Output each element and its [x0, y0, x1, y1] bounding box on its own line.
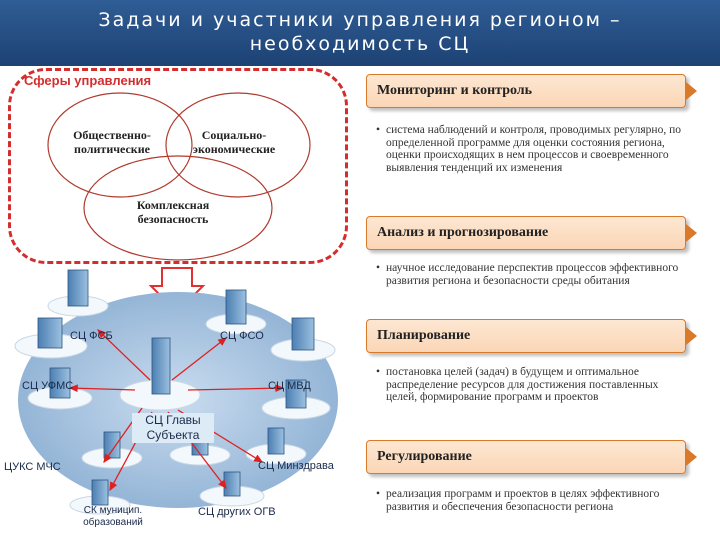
function-desc-analysis: •научное исследование перспектив процесс…: [376, 262, 679, 287]
node-fsb: СЦ ФСБ: [70, 330, 113, 342]
venn-circle-security: [83, 155, 273, 261]
function-box-monitoring: Мониторинг и контроль: [366, 74, 697, 108]
header-bar: Задачи и участники управления регионом –…: [0, 0, 720, 66]
sphere-socioeconomic: Социально-экономические: [192, 128, 276, 156]
arrow-right-icon: [686, 327, 697, 345]
sphere-security: Комплексная безопасность: [136, 198, 210, 226]
node-municipal: СК муницип. образований: [83, 505, 143, 528]
function-box-analysis: Анализ и прогнозирование: [366, 216, 697, 250]
node-tsuks: ЦУКС МЧС: [4, 461, 61, 473]
sphere-sociopolitical: Общественно-политические: [73, 128, 151, 156]
slide-title: Задачи и участники управления регионом –…: [98, 9, 622, 55]
function-title: Регулирование: [377, 449, 472, 464]
arrow-right-icon: [686, 448, 697, 466]
function-desc-monitoring: •система наблюдений и контроля, проводим…: [376, 124, 681, 174]
function-desc-planning: •постановка целей (задач) в будущем и оп…: [376, 366, 659, 403]
function-title: Планирование: [377, 328, 471, 343]
arrow-right-icon: [686, 82, 697, 100]
function-desc-regulation: •реализация программ и проектов в целях …: [376, 488, 660, 513]
arrow-right-icon: [686, 224, 697, 242]
venn-circle-sociopolitical: [47, 92, 193, 198]
node-minzdrav: СЦ Минздрава: [258, 460, 334, 472]
spheres-zone: [8, 68, 348, 264]
spheres-label: Сферы управления: [24, 73, 152, 88]
function-title: Анализ и прогнозирование: [377, 225, 549, 240]
node-mvd: СЦ МВД: [268, 380, 311, 392]
function-box-regulation: Регулирование: [366, 440, 697, 474]
function-title: Мониторинг и контроль: [377, 83, 533, 98]
node-fso: СЦ ФСО: [220, 330, 264, 342]
node-ufms: СЦ УФМС: [22, 380, 74, 392]
node-center: СЦ Главы Субъекта: [132, 413, 214, 443]
venn-circle-socioeconomic: [165, 92, 311, 198]
function-box-planning: Планирование: [366, 319, 697, 353]
node-other: СЦ других ОГВ: [198, 506, 276, 518]
